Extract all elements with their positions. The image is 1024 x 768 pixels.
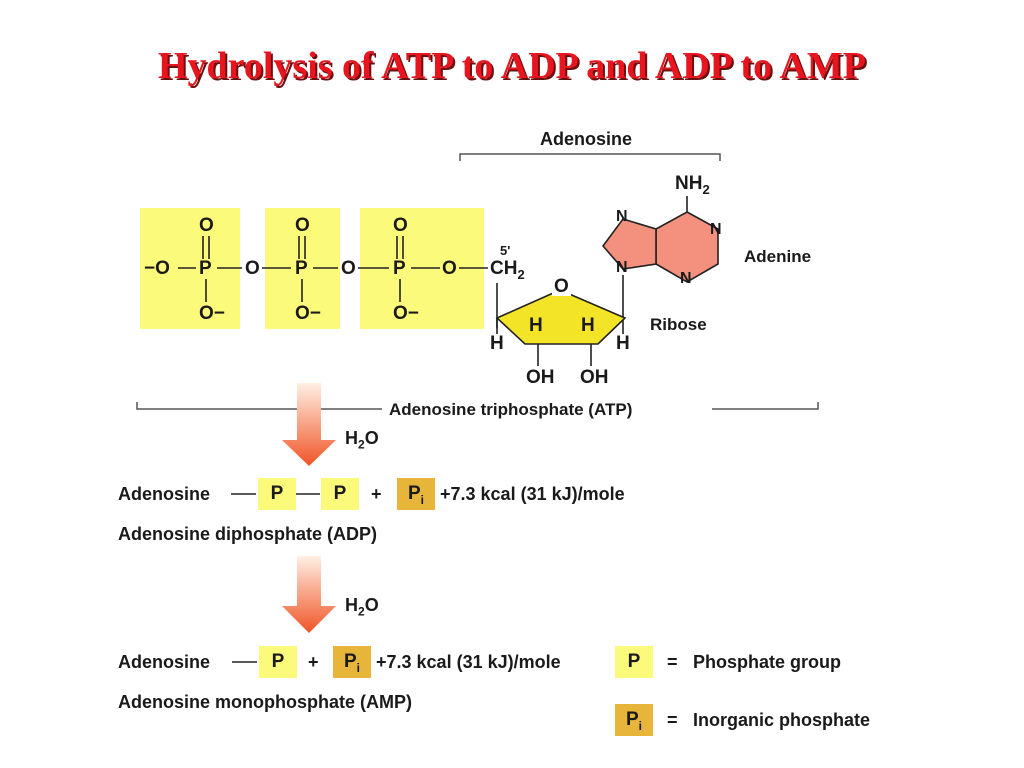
amp-plus: + <box>308 652 319 672</box>
water-molecule-1: H2O <box>345 428 379 452</box>
phosphate-oxygen-double: O <box>295 215 310 236</box>
amp-energy: +7.3 kcal (31 kJ)/mole <box>376 652 561 672</box>
water-molecule-2: H2O <box>345 595 379 619</box>
adp-phosphate-box-1: P <box>258 478 296 510</box>
adp-plus: + <box>371 484 382 504</box>
adp-phosphate-1-text: P <box>270 483 284 504</box>
ch2-group: CH2 <box>490 259 525 281</box>
ribose-h-c4: H <box>490 333 504 354</box>
bridging-oxygen: O <box>341 258 356 279</box>
adp-energy: +7.3 kcal (31 kJ)/mole <box>440 484 625 504</box>
ribose-hydroxyl-2: OH <box>580 367 609 388</box>
terminal-oxygen-negative: −O <box>144 258 170 279</box>
adenine-nitrogen: N <box>616 259 628 276</box>
ribose-hydroxyl-3: OH <box>526 367 555 388</box>
legend-inorganic-phosphate: Inorganic phosphate <box>693 710 871 730</box>
legend-phosphate-group: Phosphate group <box>693 652 841 672</box>
hydrolysis-arrow-1 <box>282 383 336 466</box>
amp-phosphate-box: P <box>259 646 297 678</box>
phosphorus-atom: P <box>393 258 406 279</box>
five-prime-label: 5' <box>500 243 511 258</box>
water-sub: 2 <box>358 437 365 452</box>
ribose-ring <box>495 289 627 345</box>
amino-group: NH2 <box>675 174 710 196</box>
amp-adenosine: Adenosine <box>118 652 211 672</box>
water-sub: 2 <box>358 604 365 619</box>
adenine-nitrogen: N <box>616 208 628 225</box>
water-h: H <box>345 595 358 615</box>
ribose-h-c2: H <box>581 315 595 336</box>
amp-label: Adenosine monophosphate (AMP) <box>118 692 412 712</box>
legend-equals-1: = <box>667 652 678 672</box>
ribose-ring-oxygen: O <box>552 276 571 297</box>
phosphate-oxygen-negative: O− <box>295 303 321 324</box>
ch2-text: CH <box>490 258 518 279</box>
phosphate-oxygen-negative: O− <box>199 303 225 324</box>
phosphorus-atom: P <box>295 258 308 279</box>
legend-pi-text: P <box>625 709 639 730</box>
amino-subscript: 2 <box>702 181 710 197</box>
ribose-h-c3: H <box>529 315 543 336</box>
water-o: O <box>364 595 379 615</box>
adenine-label: Adenine <box>744 247 812 266</box>
water-h: H <box>345 428 358 448</box>
atp-label: Adenosine triphosphate (ATP) <box>389 400 633 419</box>
adp-label: Adenosine diphosphate (ADP) <box>118 524 378 544</box>
atp-bracket-left <box>136 402 382 410</box>
phosphate-oxygen-double: O <box>199 215 214 236</box>
amino-text: NH <box>675 173 703 194</box>
legend-equals-2: = <box>667 710 678 730</box>
legend-phosphate-box: P <box>615 646 653 678</box>
ribose-label: Ribose <box>650 315 707 334</box>
ch2-subscript: 2 <box>517 266 525 282</box>
ribose-h-c1: H <box>616 333 630 354</box>
adenosine-label: Adenosine <box>540 129 633 149</box>
bridging-oxygen: O <box>442 258 457 279</box>
amp-phosphate-text: P <box>271 651 285 672</box>
water-o: O <box>364 428 379 448</box>
phosphate-oxygen-double: O <box>393 215 408 236</box>
adp-pi-text: P <box>407 483 421 504</box>
adp-pi-sub: i <box>420 493 425 507</box>
adenosine-bracket <box>459 153 721 161</box>
bridging-oxygen: O <box>245 258 260 279</box>
page-title: Hydrolysis of ATP to ADP and ADP to AMP <box>157 45 866 87</box>
phosphorus-atom: P <box>199 258 212 279</box>
adp-phosphate-2-text: P <box>333 483 347 504</box>
amp-pi-text: P <box>343 651 357 672</box>
phosphate-oxygen-negative: O− <box>393 303 419 324</box>
adenine-ring-five <box>601 218 657 270</box>
adenine-nitrogen: N <box>680 270 692 287</box>
legend-pi-sub: i <box>638 719 643 733</box>
hydrolysis-arrow-2 <box>282 556 336 633</box>
adp-phosphate-box-2: P <box>321 478 359 510</box>
adp-adenosine: Adenosine <box>118 484 211 504</box>
amp-pi-sub: i <box>356 661 361 675</box>
legend-phosphate-text: P <box>627 651 641 672</box>
adenine-nitrogen: N <box>710 221 722 238</box>
atp-bracket-right <box>712 402 819 410</box>
